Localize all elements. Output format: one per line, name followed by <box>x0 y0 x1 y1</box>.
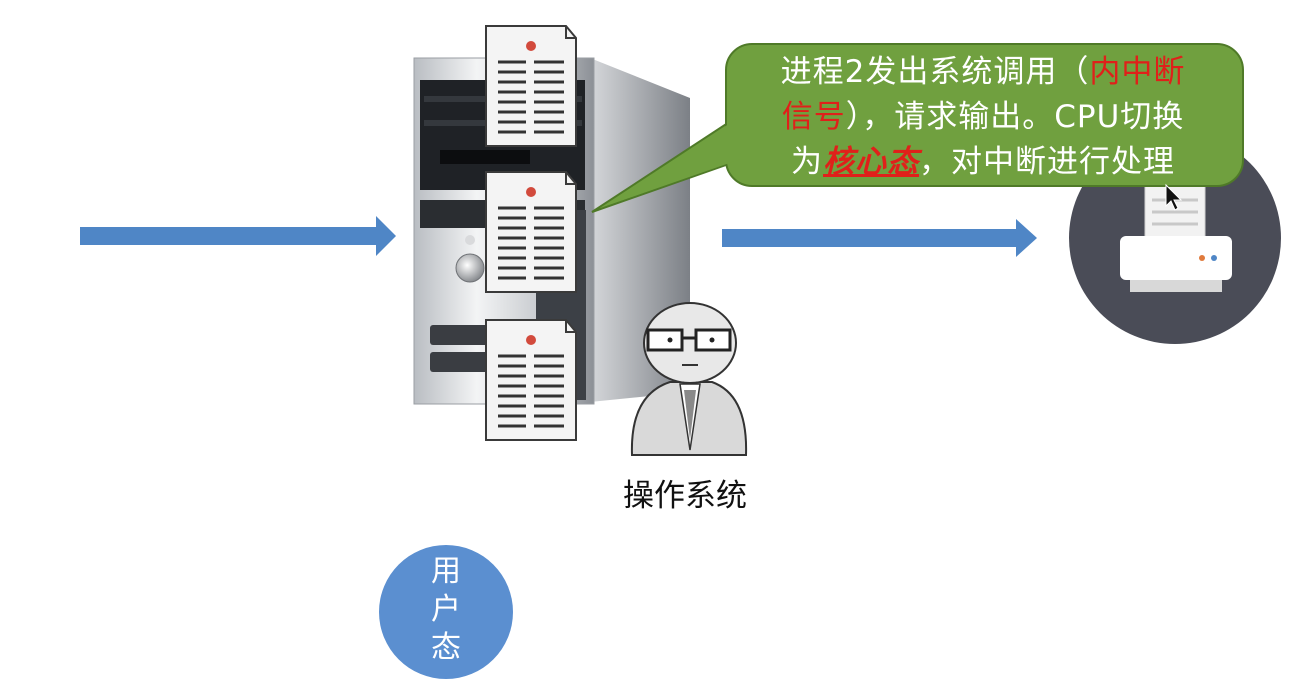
interrupt-highlight-2: 信号 <box>781 99 846 135</box>
cursor-icon <box>1165 183 1183 211</box>
user-mode-char: 用 <box>431 554 461 589</box>
speech-bubble <box>591 43 1244 213</box>
interrupt-highlight: 内中断 <box>1089 54 1186 90</box>
os-character-icon <box>630 302 748 456</box>
document-icon <box>485 319 577 441</box>
output-arrow <box>722 219 1037 257</box>
user-mode-badge: 用 户 态 <box>379 545 513 679</box>
bubble-text: 进程2发出系统调用（内中断 信号），请求输出。CPU切换 为核心态，对中断进行处… <box>780 54 1186 180</box>
os-label: 操作系统 <box>623 478 747 514</box>
kernel-mode-highlight: 核心态 <box>823 144 919 180</box>
user-mode-char: 户 <box>431 592 461 627</box>
document-icon <box>485 25 577 147</box>
document-icon <box>485 171 577 293</box>
input-arrow <box>80 216 396 256</box>
user-mode-char: 态 <box>431 630 461 665</box>
